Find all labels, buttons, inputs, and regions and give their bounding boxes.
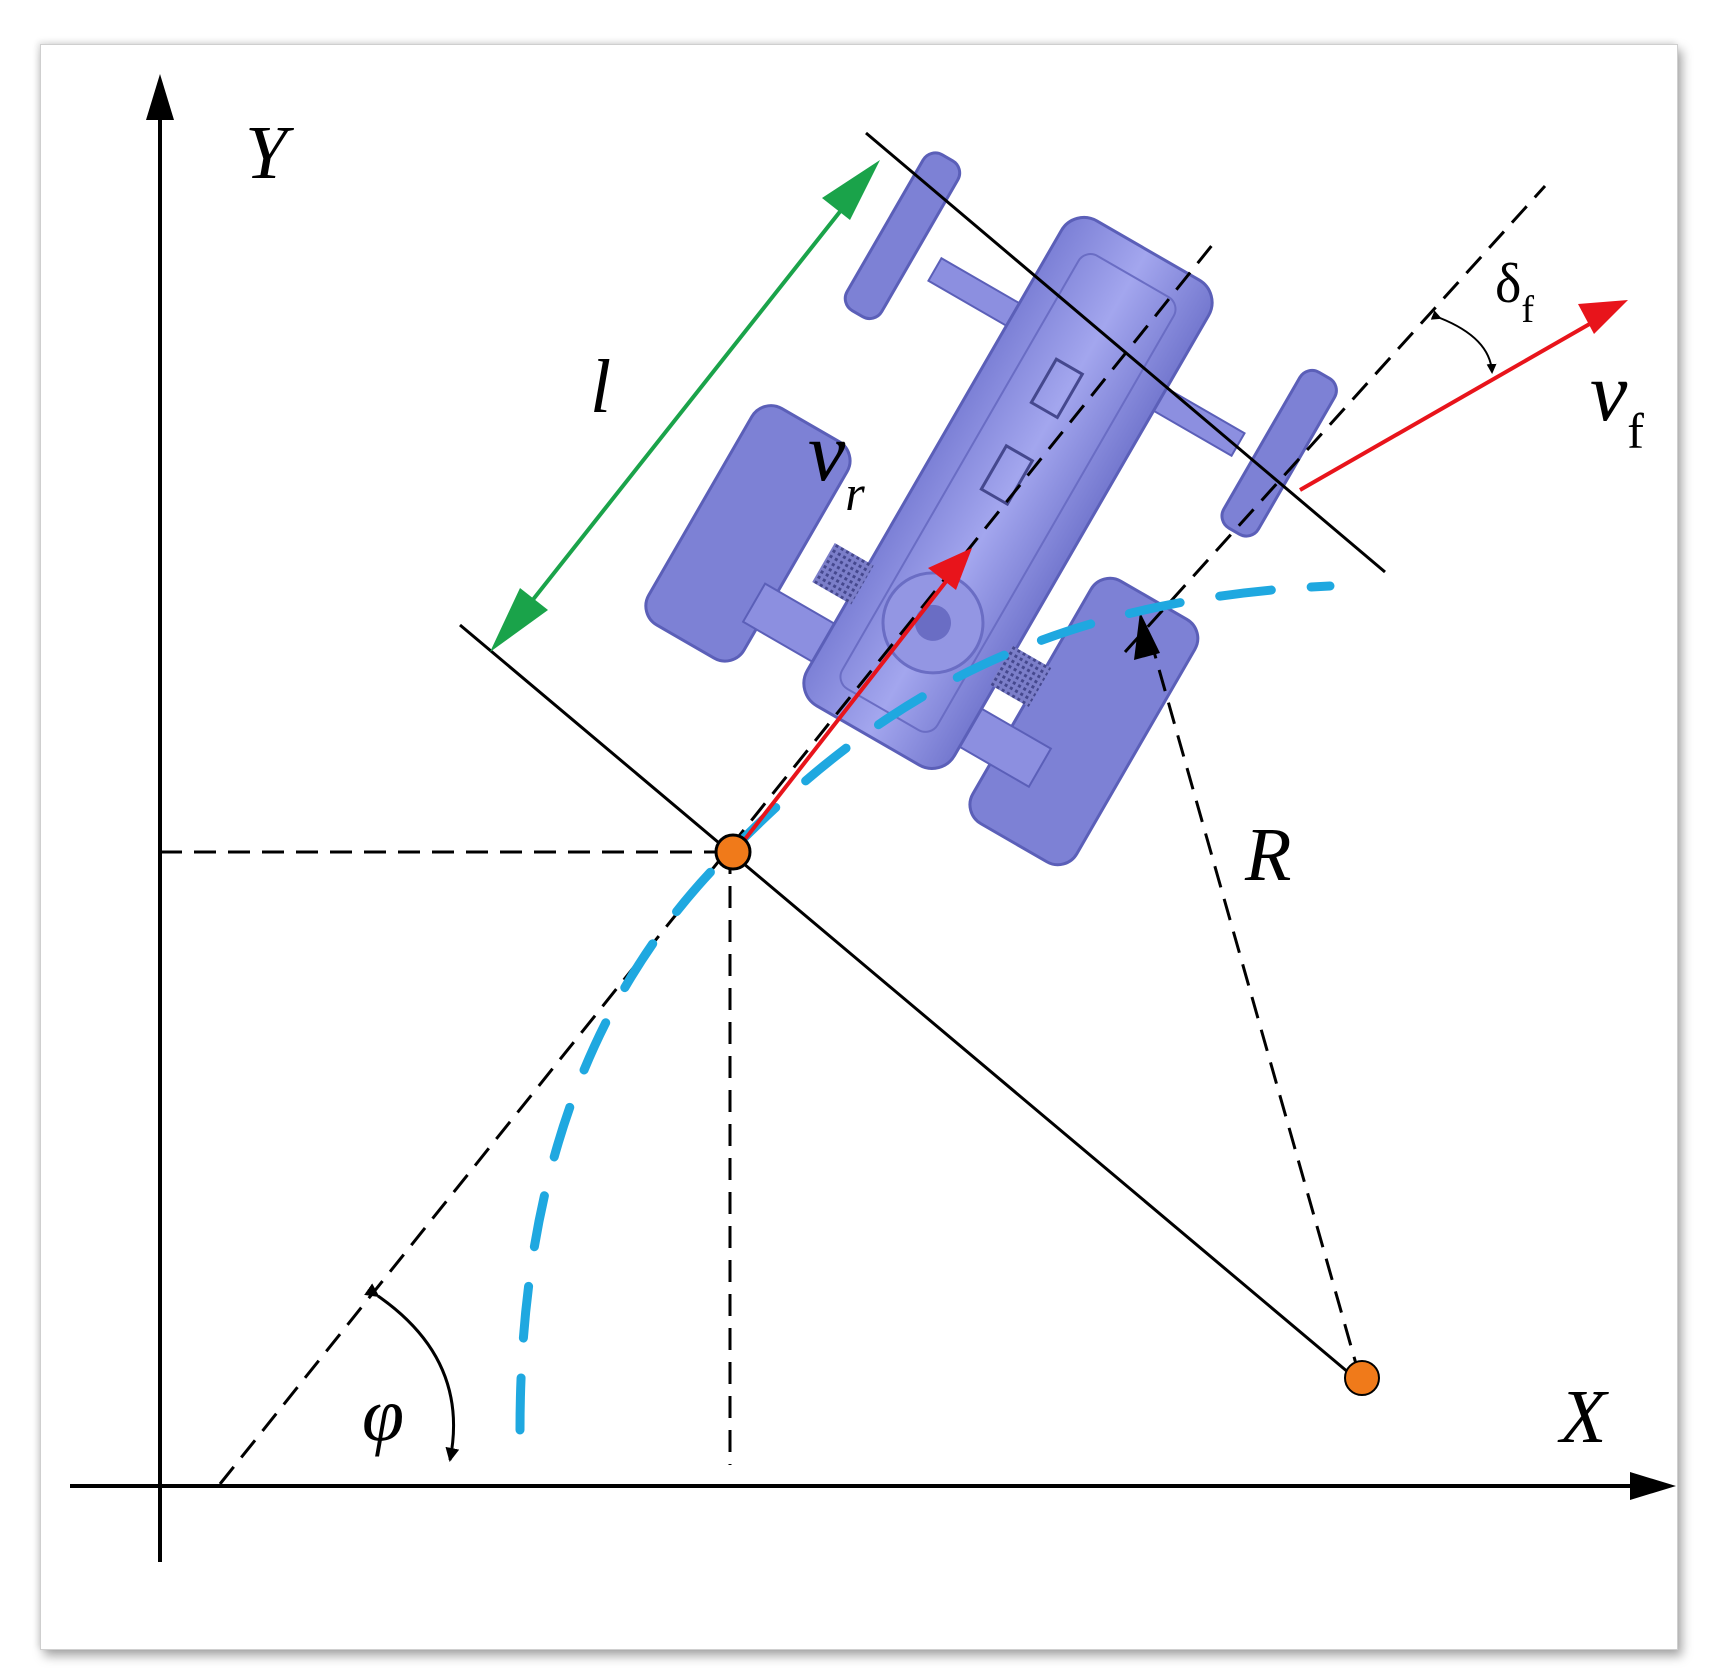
rear-axle-point — [714, 833, 752, 871]
heading-angle-label: φ — [362, 1373, 404, 1457]
wheelbase-arrow — [503, 178, 867, 637]
steering-angle-arc — [1430, 310, 1497, 374]
rear-velocity-subscript: r — [845, 465, 865, 521]
x-axis-arrowhead — [1630, 1472, 1676, 1500]
front-wheel-heading-line — [1123, 184, 1547, 654]
steering-angle-subscript: f — [1521, 289, 1534, 331]
vehicle-path — [515, 581, 1335, 1435]
rear-velocity-symbol: v — [808, 406, 846, 499]
rear-velocity-arrowhead — [928, 548, 972, 590]
wheelbase-arrowhead-front — [822, 160, 880, 220]
heading-line — [218, 243, 1215, 1485]
turn-center-point — [1344, 1360, 1380, 1396]
rear-velocity-vector — [733, 568, 957, 854]
y-axis-arrowhead — [146, 74, 174, 120]
front-velocity-vector — [1299, 316, 1601, 492]
rear-axle-line — [459, 623, 1356, 1380]
wheelbase-label: l — [590, 345, 611, 429]
steering-angle-symbol: δ — [1495, 253, 1521, 315]
vehicle-body — [644, 151, 1338, 867]
front-velocity-arrowhead — [1578, 300, 1628, 334]
front-velocity-symbol: v — [1590, 346, 1628, 439]
steering-angle-label: δf — [1495, 253, 1534, 331]
wheelbase-arrowhead-rear — [490, 588, 548, 652]
turn-radius-label: R — [1244, 813, 1291, 897]
heading-angle-arc — [364, 1283, 460, 1462]
front-velocity-label: vf — [1590, 346, 1644, 459]
y-axis-label: Y — [245, 111, 295, 195]
front-velocity-subscript: f — [1627, 403, 1644, 459]
radius-line — [1145, 626, 1362, 1379]
x-axis-label: X — [1557, 1375, 1609, 1459]
radius-arrowhead — [1134, 612, 1160, 660]
rear-velocity-label: vr — [808, 406, 865, 521]
